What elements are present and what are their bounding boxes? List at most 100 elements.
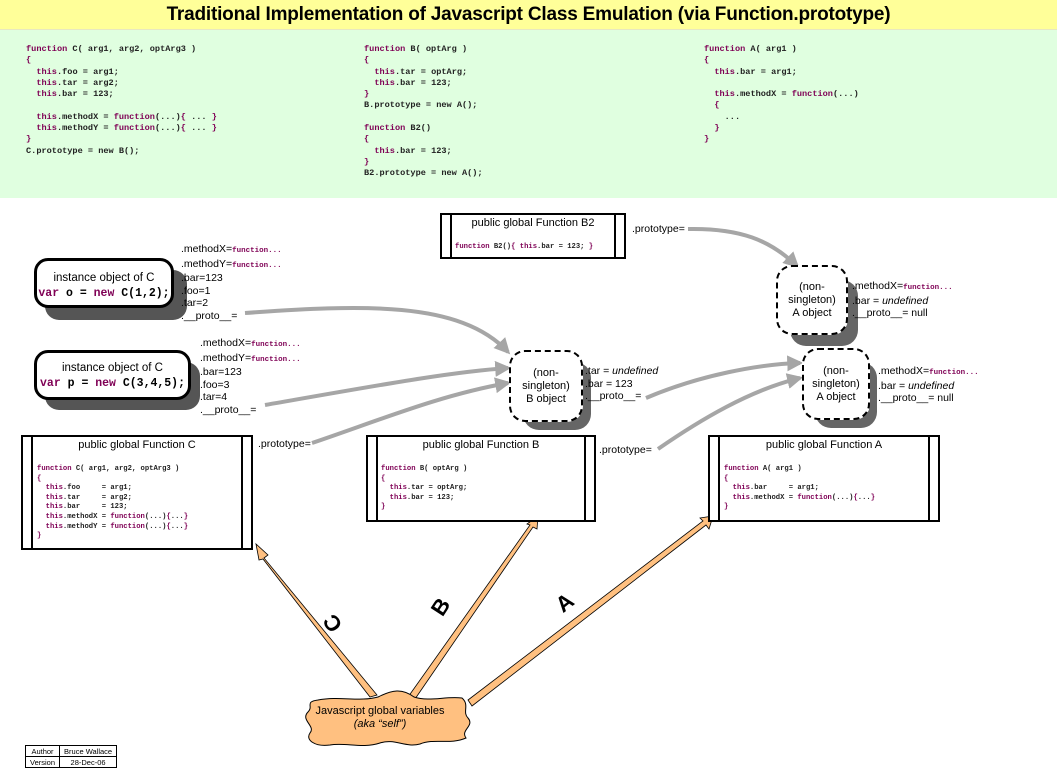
- property-line: .tar=4: [200, 391, 301, 404]
- function-b-title: public global Function B: [422, 439, 540, 451]
- version-label: Version: [24, 756, 61, 768]
- kw-var: var: [40, 377, 61, 390]
- code-keyword: {: [381, 474, 386, 483]
- code-text: [37, 513, 46, 521]
- function-b2-box[interactable]: public global Function B2 function B2(){…: [440, 213, 626, 259]
- code-keyword: {: [180, 123, 186, 134]
- code-text: .bar = 123;: [56, 89, 114, 100]
- a-object-bottom[interactable]: (non-singleton)A object: [802, 348, 870, 420]
- code-line: this.bar = 123;: [381, 494, 467, 504]
- code-keyword: function: [37, 465, 72, 473]
- b-object[interactable]: (non-singleton)B object: [509, 350, 583, 422]
- code-line: }: [364, 157, 483, 168]
- global-arrow-b: [407, 515, 539, 700]
- box-bar: [614, 215, 616, 257]
- function-c-box[interactable]: public global Function C function C( arg…: [21, 435, 253, 550]
- code-keyword: this: [714, 89, 735, 100]
- a-object-top[interactable]: (non-singleton)A object: [776, 265, 848, 335]
- code-text: ...: [170, 522, 184, 531]
- property-name: .__proto__= null: [878, 392, 954, 405]
- property-name: .tar =: [585, 365, 613, 377]
- box-bar: [450, 215, 452, 257]
- code-text: [724, 484, 733, 492]
- code-text: ...: [704, 111, 741, 122]
- function-b2-title: public global Function B2: [471, 217, 595, 229]
- code-keyword: function: [381, 465, 416, 473]
- code-keyword: }: [870, 493, 876, 502]
- code-keyword: function: [364, 44, 406, 54]
- code-text: .methodY =: [56, 123, 114, 134]
- kw-var: var: [38, 287, 60, 300]
- code-line: this.methodX = function(...){ ... }: [26, 112, 217, 123]
- code-keyword: this: [732, 493, 750, 502]
- code-line: this.foo = arg1;: [37, 484, 188, 494]
- property-line: .bar=123: [200, 366, 301, 379]
- property-name: .__proto__=: [585, 390, 642, 403]
- property-line: .__proto__= null: [878, 392, 979, 405]
- instance-o-code: var o = new C(1,2);: [37, 286, 171, 301]
- instance-object-o[interactable]: instance object of C var o = new C(1,2);: [34, 258, 174, 308]
- code-keyword: this: [732, 484, 750, 493]
- code-text: B.prototype = new A();: [364, 100, 478, 111]
- property-name: .methodX=: [200, 337, 252, 349]
- code-block-c: function C( arg1, arg2, optArg3 ){ this.…: [26, 44, 217, 157]
- label-line: (non-: [799, 280, 825, 293]
- code-line: this.methodY = function(...){ ... }: [26, 123, 217, 134]
- code-line: function A( arg1 ): [724, 465, 875, 475]
- code-text: C( arg1, arg2, optArg3 ): [71, 465, 180, 473]
- property-line: .methodX=function...: [181, 243, 282, 258]
- function-a-box[interactable]: public global Function A function A( arg…: [708, 435, 940, 522]
- property-function-value: function...: [903, 284, 953, 292]
- code-line: C.prototype = new B();: [26, 146, 217, 157]
- code-keyword: this: [374, 145, 395, 156]
- instance-p-code: var p = new C(3,4,5);: [37, 376, 188, 391]
- code-line: this.tar = arg2;: [37, 494, 188, 504]
- a-object-bottom-label: (non-singleton)A object: [812, 365, 860, 404]
- code-keyword: }: [724, 503, 729, 512]
- code-text: .tar = optArg;: [406, 484, 468, 493]
- property-line: .bar = 123: [585, 378, 658, 391]
- code-text: ...: [170, 512, 184, 521]
- code-text: (...): [831, 493, 854, 502]
- code-keyword: this: [389, 493, 407, 502]
- function-b2-code: function B2(){ this.bar = 123; }: [455, 243, 593, 253]
- code-keyword: this: [36, 77, 57, 88]
- code-line: function B2(){ this.bar = 123; }: [455, 243, 593, 253]
- code-line: this.bar = arg1;: [724, 484, 875, 494]
- code-keyword: this: [45, 522, 63, 531]
- code-line: this.bar = arg1;: [704, 67, 859, 78]
- property-line: .bar = undefined: [878, 380, 979, 393]
- code-text: .methodY =: [62, 522, 111, 531]
- code-text: B2(): [489, 243, 512, 251]
- metadata-table: Author Bruce Wallace Version 28-Dec-06: [24, 745, 118, 768]
- code-keyword: function: [791, 89, 833, 100]
- c-prototype-label: .prototype=: [258, 438, 311, 450]
- code-keyword: this: [374, 66, 395, 77]
- instance-object-p[interactable]: instance object of C var p = new C(3,4,5…: [34, 350, 191, 400]
- function-b-box[interactable]: public global Function B function B( opt…: [366, 435, 596, 522]
- code-line: {: [381, 475, 467, 485]
- property-line: .foo=3: [200, 379, 301, 392]
- code-text: (...): [154, 111, 181, 122]
- property-line: .__proto__=: [181, 310, 282, 323]
- code-keyword: this: [36, 111, 57, 122]
- code-keyword: function: [113, 111, 155, 122]
- property-name: .foo=1: [181, 284, 211, 297]
- property-name: .bar = 123: [585, 377, 633, 390]
- property-name: .methodX=: [852, 280, 904, 292]
- box-bar: [928, 437, 930, 520]
- code-line: B.prototype = new A();: [364, 100, 483, 111]
- property-undefined-value: undefined: [882, 294, 929, 307]
- code-text: .foo = arg1;: [62, 484, 132, 493]
- property-line: .methodY=function...: [181, 258, 282, 273]
- code-line: this.tar = optArg;: [364, 67, 483, 78]
- code-keyword: }: [211, 123, 217, 134]
- version-value: 28-Dec-06: [59, 756, 118, 768]
- code-keyword: this: [45, 484, 63, 493]
- code-text: .methodX =: [56, 111, 114, 122]
- code-line: {: [364, 55, 483, 66]
- code-line: }: [724, 503, 875, 513]
- property-name: .methodY=: [200, 351, 252, 364]
- code-keyword: function: [110, 512, 145, 521]
